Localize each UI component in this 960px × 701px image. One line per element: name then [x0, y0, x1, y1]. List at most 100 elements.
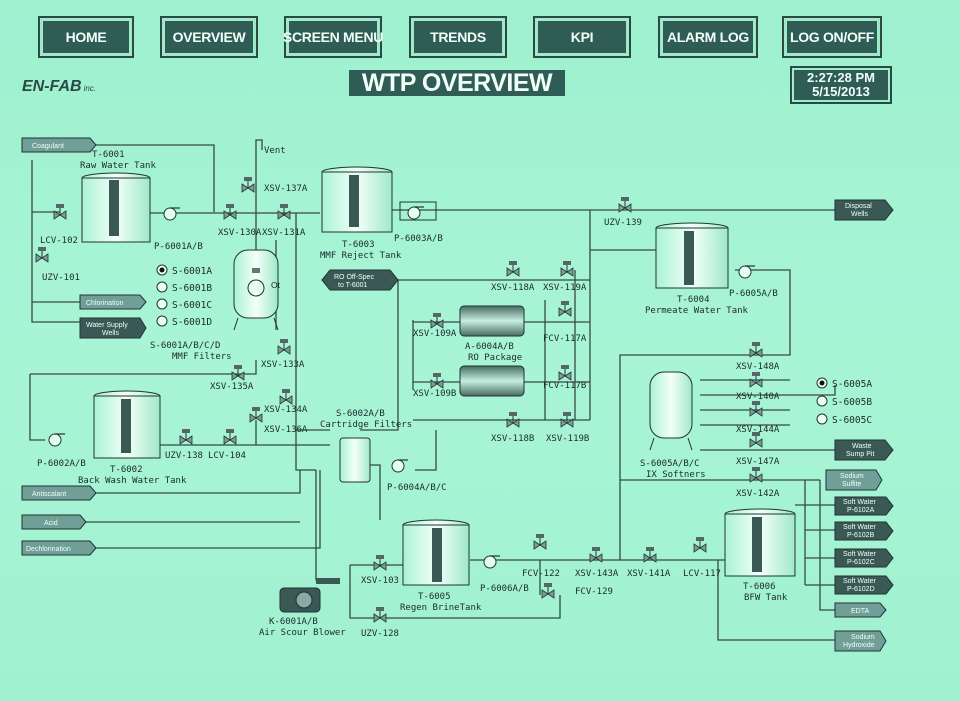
- uzv128-label: UZV-128: [361, 629, 399, 639]
- tank-t6002[interactable]: [93, 390, 161, 459]
- tank-t6001[interactable]: [81, 172, 151, 243]
- t6004-id: T-6004: [677, 295, 710, 305]
- dechlorination-text: Dechlorination: [26, 546, 71, 553]
- kpi-button[interactable]: KPI: [533, 16, 631, 58]
- tag-dechlorination[interactable]: Dechlorination: [21, 540, 97, 556]
- xsv140a-label: XSV-140A: [736, 392, 780, 402]
- chlorination-text: Chlorination: [86, 300, 123, 307]
- mmf-name: MMF Filters: [172, 352, 232, 362]
- xsv134a-label: XSV-134A: [264, 405, 308, 415]
- t6001-name: Raw Water Tank: [80, 161, 156, 171]
- alarm-log-button[interactable]: ALARM LOG: [658, 16, 758, 58]
- tag-coagulant[interactable]: Coagulant: [21, 137, 97, 153]
- tank-t6006[interactable]: [724, 508, 796, 577]
- p6003-skid: [399, 201, 437, 221]
- pump-p6001[interactable]: [163, 207, 181, 221]
- logo-text: EN-FAB: [22, 78, 82, 95]
- mmf-option-d[interactable]: S-6001D: [172, 317, 212, 328]
- water-supply-text-1: Water Supply: [86, 322, 128, 329]
- mmf-selector[interactable]: [156, 264, 168, 327]
- tag-acid[interactable]: Acid: [21, 514, 87, 530]
- xsv144a-label: XSV-144A: [736, 425, 780, 435]
- tag-chlorination[interactable]: Chlorination: [79, 294, 147, 310]
- water-supply-text-2: Wells: [102, 330, 119, 337]
- xsv118a-label: XSV-118A: [491, 283, 535, 293]
- p6003-label: P-6003A/B: [394, 234, 443, 244]
- edta-text: EDTA: [851, 608, 869, 615]
- ix-softener[interactable]: [649, 371, 693, 451]
- ro-id: A-6004A/B: [465, 342, 514, 352]
- soft-c-text-1: Soft Water: [843, 551, 876, 558]
- pump-p6002[interactable]: [48, 433, 66, 447]
- t6002-name: Back Wash Water Tank: [78, 476, 187, 486]
- ix-id: S-6005A/B/C: [640, 459, 700, 469]
- xsv143a-label: XSV-143A: [575, 569, 619, 579]
- t6005-id: T-6005: [418, 592, 451, 602]
- mmf-option-c[interactable]: S-6001C: [172, 300, 212, 311]
- xsv103-label: XSV-103: [361, 576, 399, 586]
- soft-d-text-1: Soft Water: [843, 578, 876, 585]
- xsv147a-label: XSV-147A: [736, 457, 780, 467]
- xsv141a-label: XSV-141A: [627, 569, 671, 579]
- tank-t6004[interactable]: [655, 222, 729, 289]
- mmf-filter-vessel[interactable]: [233, 249, 279, 331]
- cartridge-id: S-6002A/B: [336, 409, 385, 419]
- cartridge-name: Cartridge Filters: [320, 420, 412, 430]
- tank-t6003[interactable]: [321, 166, 393, 233]
- xsv135a-label: XSV-135A: [210, 382, 254, 392]
- overview-button[interactable]: OVERVIEW: [160, 16, 258, 58]
- disposal-text-1: Disposal: [845, 203, 872, 210]
- fcv117a-label: FCV-117A: [543, 334, 587, 344]
- trends-button[interactable]: TRENDS: [409, 16, 507, 58]
- ix-option-a[interactable]: S-6005A: [832, 379, 872, 390]
- ro-package-b[interactable]: [459, 365, 525, 397]
- blower-id: K-6001A/B: [269, 617, 318, 627]
- screen-menu-button[interactable]: SCREEN MENU: [283, 16, 383, 58]
- xsv130a-label: XSV-130A: [218, 228, 262, 238]
- pump-p6005[interactable]: [738, 265, 756, 279]
- pump-p6006[interactable]: [483, 555, 501, 569]
- pump-p6003[interactable]: [407, 206, 425, 220]
- air-scour-blower[interactable]: [279, 578, 340, 613]
- page-title: WTP OVERVIEW: [349, 69, 565, 97]
- soft-c-text-2: P-6102C: [847, 559, 875, 566]
- alarm-log-button-label: ALARM LOG: [663, 21, 753, 53]
- tag-antiscalant[interactable]: Antiscalant: [21, 485, 97, 501]
- fcv129-label: FCV-129: [575, 587, 613, 597]
- lcv102-label: LCV-102: [40, 236, 78, 246]
- kpi-button-label: KPI: [538, 21, 626, 53]
- ix-option-b[interactable]: S-6005B: [832, 397, 872, 408]
- xsv148a-label: XSV-148A: [736, 362, 780, 372]
- tank-t6005[interactable]: [402, 519, 470, 586]
- pump-p6004[interactable]: [391, 459, 409, 473]
- soft-a-text-1: Soft Water: [843, 499, 876, 506]
- clock-date: 5/15/2013: [812, 84, 870, 99]
- t6002-id: T-6002: [110, 465, 143, 475]
- ro-package-a[interactable]: [459, 305, 525, 337]
- ix-option-c[interactable]: S-6005C: [832, 415, 872, 426]
- log-on-off-button[interactable]: LOG ON/OFF: [782, 16, 882, 58]
- mmf-option-b[interactable]: S-6001B: [172, 283, 212, 294]
- cartridge-filter[interactable]: [339, 437, 371, 483]
- clock-time: 2:27:28 PM: [807, 70, 875, 85]
- tag-edta[interactable]: EDTA: [834, 602, 887, 618]
- lcv117-label: LCV-117: [683, 569, 721, 579]
- antiscalant-text: Antiscalant: [32, 491, 66, 498]
- t6004-name: Permeate Water Tank: [645, 306, 749, 316]
- mmf-option-a[interactable]: S-6001A: [172, 266, 212, 277]
- home-button[interactable]: HOME: [38, 16, 134, 58]
- uzv139-label: UZV-139: [604, 218, 642, 228]
- ix-selector[interactable]: [816, 377, 828, 425]
